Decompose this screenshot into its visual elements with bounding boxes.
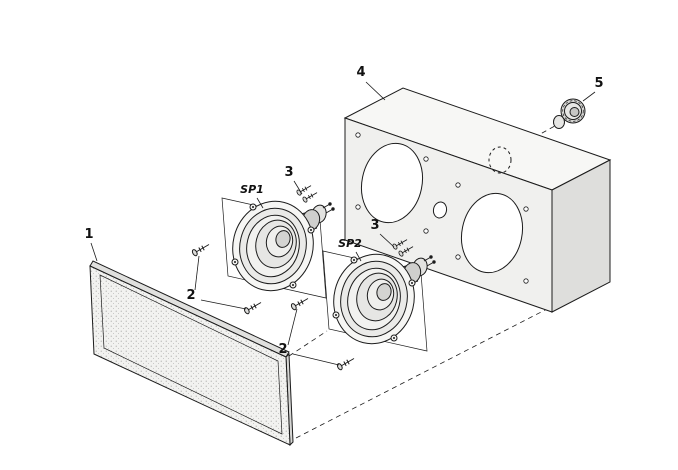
knob-knurl xyxy=(562,100,584,122)
knob-center xyxy=(569,107,580,117)
label-part-2-sp2: 2 xyxy=(278,342,287,357)
leader-part1 xyxy=(90,242,98,262)
alignment-line-middle xyxy=(288,330,328,357)
leader-part3-sp2 xyxy=(379,233,395,248)
enclosure-mounting-holes xyxy=(355,132,529,284)
speaker-sp1 xyxy=(222,192,335,300)
label-part-1: 1 xyxy=(84,227,93,242)
alignment-line-bottom xyxy=(295,308,548,439)
leader-lines xyxy=(90,81,596,366)
leader-part5 xyxy=(582,91,596,102)
label-part-3-sp1: 3 xyxy=(284,165,293,180)
knob-alignment-line xyxy=(505,121,563,154)
knob-shaft xyxy=(553,115,565,129)
leader-part3-sp1 xyxy=(293,180,303,195)
speaker-opening-right xyxy=(460,192,524,274)
sp1-terminal-screw-a xyxy=(295,185,312,197)
leader-part2-sp2-lower xyxy=(292,353,340,366)
leader-part2-sp1-lower xyxy=(200,299,247,310)
label-part-5: 5 xyxy=(594,76,603,91)
sp1-terminal-screw-b xyxy=(301,192,318,204)
speaker-enclosure xyxy=(343,87,612,313)
leader-part2-sp1-upper xyxy=(194,255,200,291)
label-sp1: SP1 xyxy=(240,183,264,196)
label-sp2: SP2 xyxy=(338,237,362,250)
speaker-opening-left xyxy=(360,142,424,224)
label-part-2-sp1: 2 xyxy=(186,288,195,303)
leader-part4 xyxy=(365,81,386,101)
sp2-screw-lower xyxy=(335,358,355,372)
label-part-4: 4 xyxy=(356,65,365,80)
label-part-3-sp2: 3 xyxy=(370,218,379,233)
speaker-sp2 xyxy=(323,245,436,353)
sp2-driver xyxy=(323,245,436,353)
sp1-screw-upper xyxy=(190,244,210,258)
control-knob xyxy=(553,98,586,129)
sp1-screw-lower xyxy=(242,302,262,316)
leader-sp1 xyxy=(256,197,264,209)
leader-sp2 xyxy=(355,251,362,262)
grille-face xyxy=(89,265,291,446)
front-grille-panel xyxy=(89,260,294,447)
grille-inner-frame xyxy=(99,274,283,435)
sp2-screw-upper xyxy=(289,298,309,312)
knob-position-dashed-circle xyxy=(488,146,512,174)
assembly-alignment-lines xyxy=(288,121,563,439)
sp1-driver xyxy=(222,192,335,300)
leader-part2-sp2-upper xyxy=(287,308,298,346)
part-labels: 1 2 2 3 3 4 5 SP1 SP2 xyxy=(84,65,603,357)
small-opening xyxy=(432,201,448,219)
